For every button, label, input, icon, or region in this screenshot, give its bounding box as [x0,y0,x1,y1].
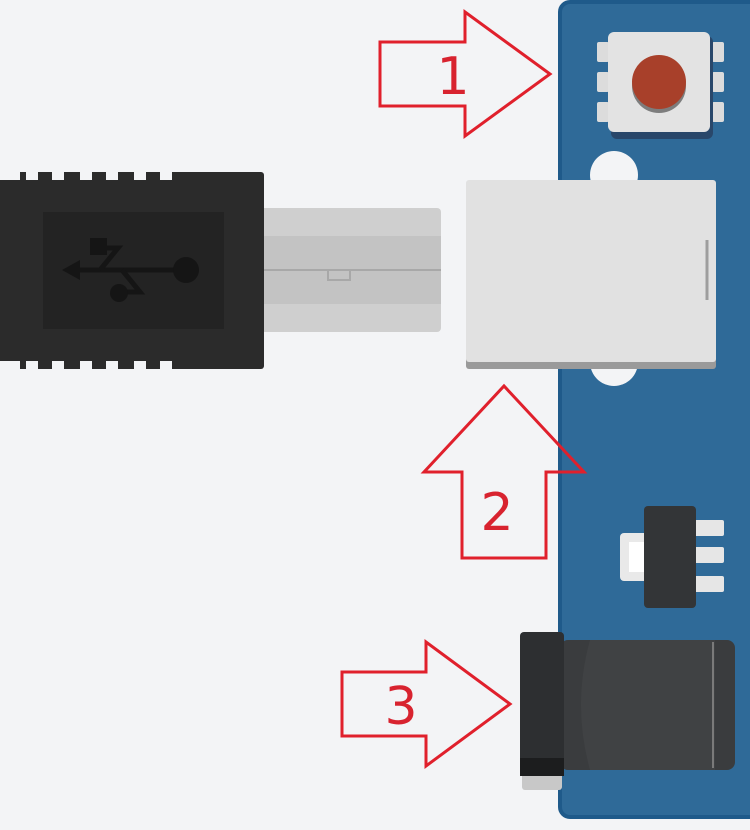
usb-cable [0,172,441,369]
callout-arrow-2: 2 [420,383,588,560]
callout-arrow-1: 1 [378,9,553,139]
usb-plug-metal [258,208,441,332]
usb-port[interactable] [466,180,716,369]
power-jack[interactable] [520,632,735,790]
callout-label-3: 3 [384,677,417,737]
callout-label-1: 1 [436,47,469,107]
voltage-regulator-icon [644,506,696,608]
callout-label-2: 2 [480,483,513,543]
voltage-regulator [620,506,724,608]
callout-arrow-3: 3 [340,639,513,769]
usb-icon [62,238,199,302]
reset-button[interactable] [597,32,724,139]
reset-button-icon [632,55,686,109]
